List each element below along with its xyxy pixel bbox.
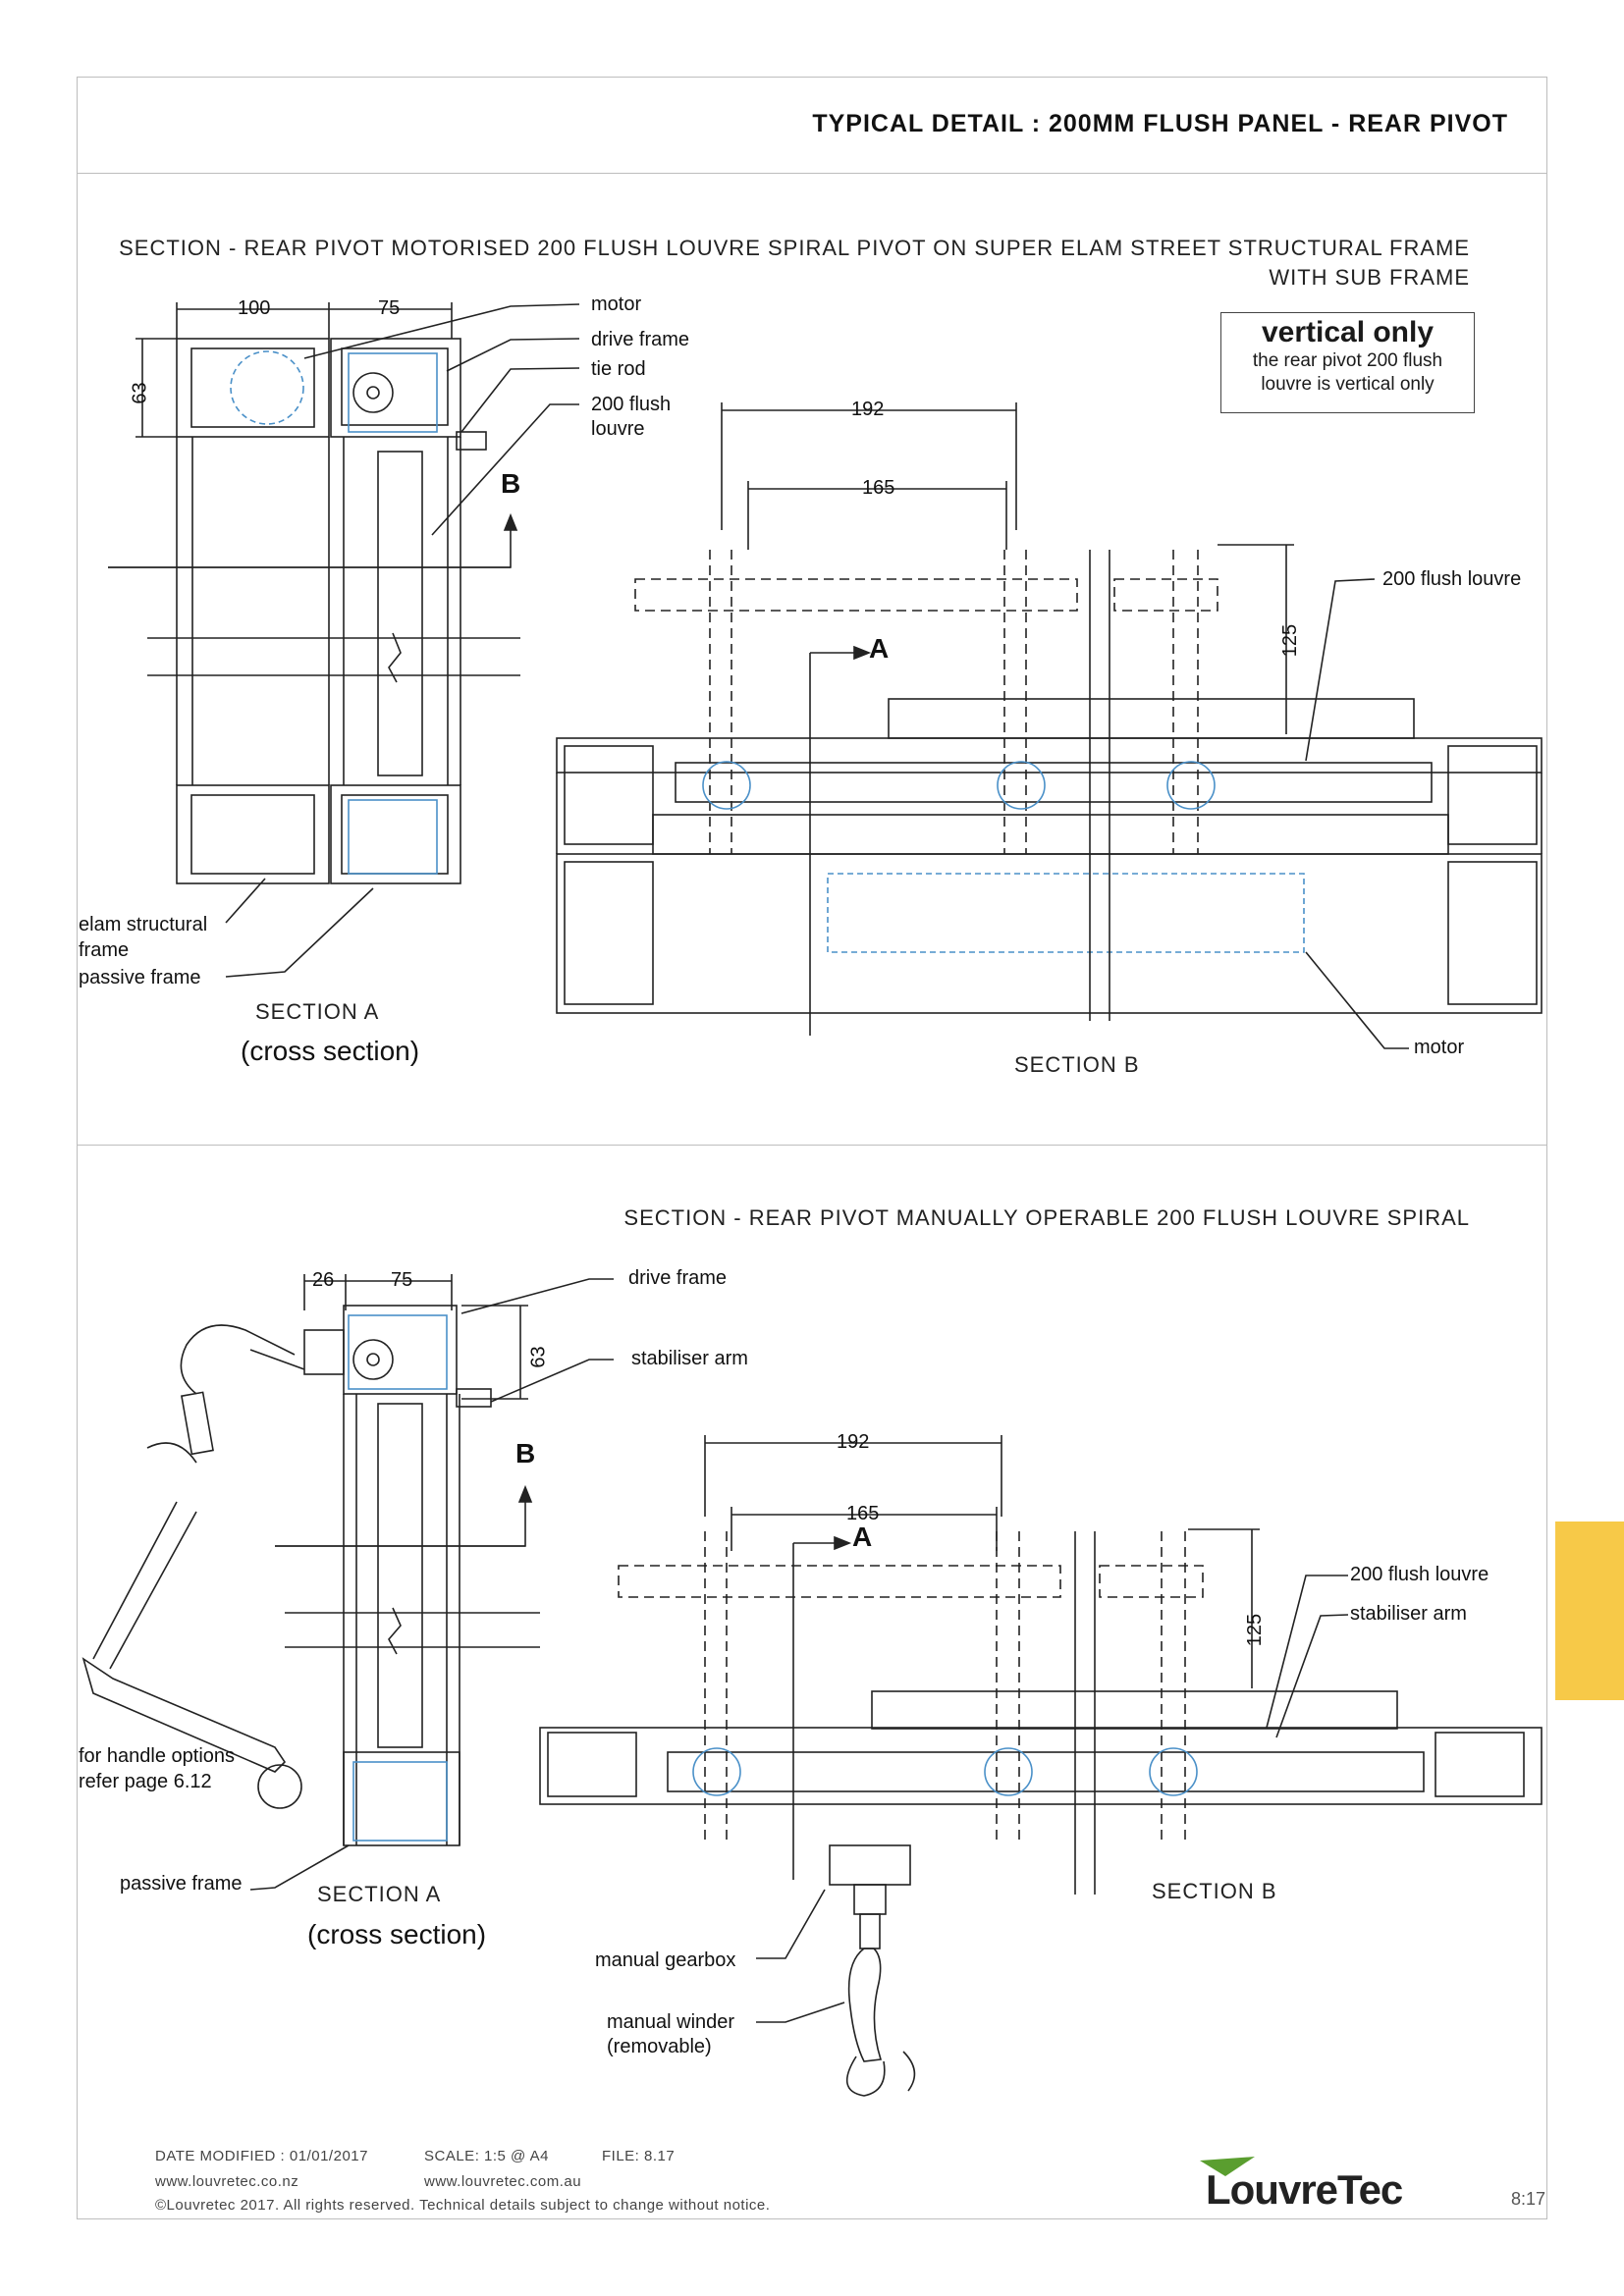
label-stabiliser-arm: stabiliser arm xyxy=(631,1348,748,1369)
footer-date-modified: DATE MODIFIED : 01/01/2017 xyxy=(155,2148,368,2164)
label-passive-frame-s2: passive frame xyxy=(120,1873,243,1895)
louvretec-logo: LouvreTec xyxy=(1196,2155,1451,2213)
footer-web-nz[interactable]: www.louvretec.co.nz xyxy=(155,2173,299,2190)
section2-section-a: SECTION A xyxy=(317,1882,442,1906)
logo-mark-icon xyxy=(1200,2157,1255,2176)
page-number: 8:17 xyxy=(1510,2189,1545,2209)
dim-192: 192 xyxy=(851,399,885,420)
label-manual-winder-line2: (removable) xyxy=(607,2036,712,2057)
note-heading: vertical only xyxy=(1261,316,1435,348)
label-flush-louvre-b-s2: 200 flush louvre xyxy=(1350,1564,1489,1585)
label-flush-louvre-line1: 200 flush xyxy=(591,394,672,415)
label-manual-winder-line1: manual winder xyxy=(607,2011,735,2033)
section1-title-line2: WITH SUB FRAME xyxy=(1269,265,1470,290)
label-handle-line2: refer page 6.12 xyxy=(79,1771,212,1792)
dim-75: 75 xyxy=(378,297,401,319)
dim-165-s2: 165 xyxy=(846,1503,880,1524)
section2-cross-section: (cross section) xyxy=(307,1919,487,1949)
marker-b-s2: B xyxy=(515,1438,536,1468)
section1-section-b: SECTION B xyxy=(1014,1052,1140,1077)
vertical-only-note: vertical only the rear pivot 200 flush l… xyxy=(1220,312,1475,413)
header-divider xyxy=(77,173,1547,174)
section1-title-line1: SECTION - REAR PIVOT MOTORISED 200 FLUSH… xyxy=(119,236,1470,260)
section-divider xyxy=(77,1145,1547,1146)
label-flush-louvre-b: 200 flush louvre xyxy=(1382,568,1522,590)
dim-100: 100 xyxy=(238,297,271,319)
label-manual-gearbox: manual gearbox xyxy=(595,1949,736,1971)
dim-125-s2: 125 xyxy=(1244,1613,1267,1647)
dim-63-s2: 63 xyxy=(527,1346,550,1368)
label-stabiliser-arm-b: stabiliser arm xyxy=(1350,1603,1467,1625)
label-handle-line1: for handle options xyxy=(79,1745,236,1767)
label-drive-frame-s2: drive frame xyxy=(628,1267,728,1289)
label-elam-line2: frame xyxy=(79,939,130,961)
dim-165: 165 xyxy=(862,477,895,499)
label-drive-frame: drive frame xyxy=(591,329,690,350)
footer-scale: SCALE: 1:5 @ A4 xyxy=(424,2148,549,2164)
marker-a: A xyxy=(869,633,890,664)
marker-b: B xyxy=(501,468,521,499)
label-passive-frame: passive frame xyxy=(79,967,201,988)
label-flush-louvre-line2: louvre xyxy=(591,418,645,440)
label-elam-line1: elam structural xyxy=(79,914,208,935)
section1-section-a: SECTION A xyxy=(255,999,380,1024)
section2-section-b: SECTION B xyxy=(1152,1879,1277,1903)
label-motor: motor xyxy=(591,294,642,315)
label-motor-b: motor xyxy=(1414,1037,1465,1058)
note-line-1: the rear pivot 200 flush xyxy=(1252,350,1443,371)
label-tie-rod: tie rod xyxy=(591,358,646,380)
chapter-tab xyxy=(1555,1522,1624,1700)
dim-75-s2: 75 xyxy=(391,1269,413,1291)
footer-web-au[interactable]: www.louvretec.com.au xyxy=(424,2173,582,2190)
section1-cross-section: (cross section) xyxy=(241,1036,420,1066)
footer-file: FILE: 8.17 xyxy=(602,2148,676,2164)
note-line-2: louvre is vertical only xyxy=(1261,374,1435,395)
page-title: TYPICAL DETAIL : 200MM FLUSH PANEL - REA… xyxy=(812,110,1508,137)
dim-125: 125 xyxy=(1279,623,1302,658)
section2-title: SECTION - REAR PIVOT MANUALLY OPERABLE 2… xyxy=(623,1205,1470,1230)
marker-a-s2: A xyxy=(852,1522,873,1552)
drawing-sheet xyxy=(77,77,1547,2219)
logo-text: LouvreTec xyxy=(1206,2166,1403,2213)
dim-192-s2: 192 xyxy=(837,1431,870,1453)
dim-63: 63 xyxy=(129,382,151,404)
footer-copyright: ©Louvretec 2017. All rights reserved. Te… xyxy=(155,2197,771,2214)
dim-26: 26 xyxy=(312,1269,335,1291)
